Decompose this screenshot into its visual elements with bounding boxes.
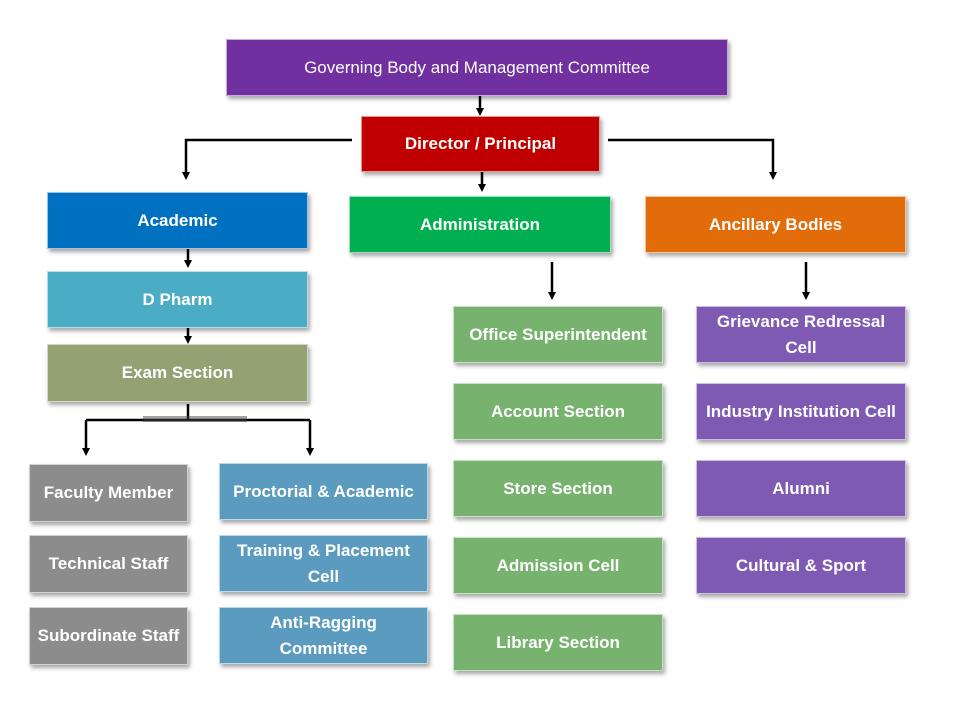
technical-staff-label: Technical Staff (48, 554, 169, 573)
proctorial-label: Proctorial & Academic (233, 481, 414, 501)
arrow-director-academic (182, 138, 352, 180)
administration-box: Administration (349, 196, 611, 253)
office-superintendent-box: Office Superintendent (453, 306, 663, 363)
ancillary-box: Ancillary Bodies (645, 196, 906, 253)
director-box: Director / Principal (361, 116, 600, 172)
admission-cell-label: Admission Cell (496, 555, 620, 575)
store-section-box: Store Section (453, 460, 663, 517)
academic-label: Academic (137, 210, 218, 230)
faculty-member-box: Faculty Member (29, 464, 188, 522)
admission-cell-box: Admission Cell (453, 537, 663, 594)
store-section-label: Store Section (503, 478, 613, 498)
anti-ragging-box: Anti-Ragging Committee (219, 607, 428, 664)
office-superintendent-label: Office Superintendent (469, 324, 647, 344)
exam-section-box: Exam Section (47, 344, 308, 402)
director-label: Director / Principal (404, 134, 557, 153)
subordinate-staff-label: Subordinate Staff (37, 626, 180, 645)
account-section-label: Account Section (490, 401, 626, 421)
faculty-member-label: Faculty Member (43, 483, 174, 502)
governing-body-label: Governing Body and Management Committee (304, 57, 650, 77)
training-placement-label: Training & Placement Cell (237, 540, 410, 586)
dpharm-box: D Pharm (47, 271, 308, 328)
academic-box: Academic (47, 192, 308, 249)
subordinate-staff-box: Subordinate Staff (29, 607, 188, 665)
alumni-box: Alumni (696, 460, 906, 517)
industry-institution-box: Industry Institution Cell (696, 383, 906, 440)
proctorial-box: Proctorial & Academic (219, 463, 428, 520)
governing-body-box: Governing Body and Management Committee (226, 39, 728, 96)
cultural-sport-box: Cultural & Sport (696, 537, 906, 594)
arrow-director-ancillary (608, 138, 777, 180)
grievance-redressal-label: Grievance Redressal Cell (716, 311, 886, 357)
account-section-box: Account Section (453, 383, 663, 440)
anti-ragging-label: Anti-Ragging Committee (270, 612, 377, 658)
technical-staff-box: Technical Staff (29, 535, 188, 593)
alumni-label: Alumni (772, 478, 830, 498)
industry-institution-label: Industry Institution Cell (706, 401, 896, 421)
administration-label: Administration (420, 214, 540, 234)
dpharm-label: D Pharm (142, 289, 213, 309)
exam-branch-shadow (143, 416, 247, 422)
grievance-redressal-box: Grievance Redressal Cell (696, 306, 906, 363)
cultural-sport-label: Cultural & Sport (735, 555, 867, 575)
training-placement-box: Training & Placement Cell (219, 535, 428, 592)
exam-section-label: Exam Section (121, 363, 234, 382)
library-section-label: Library Section (496, 632, 620, 652)
library-section-box: Library Section (453, 614, 663, 671)
ancillary-label: Ancillary Bodies (708, 214, 843, 234)
